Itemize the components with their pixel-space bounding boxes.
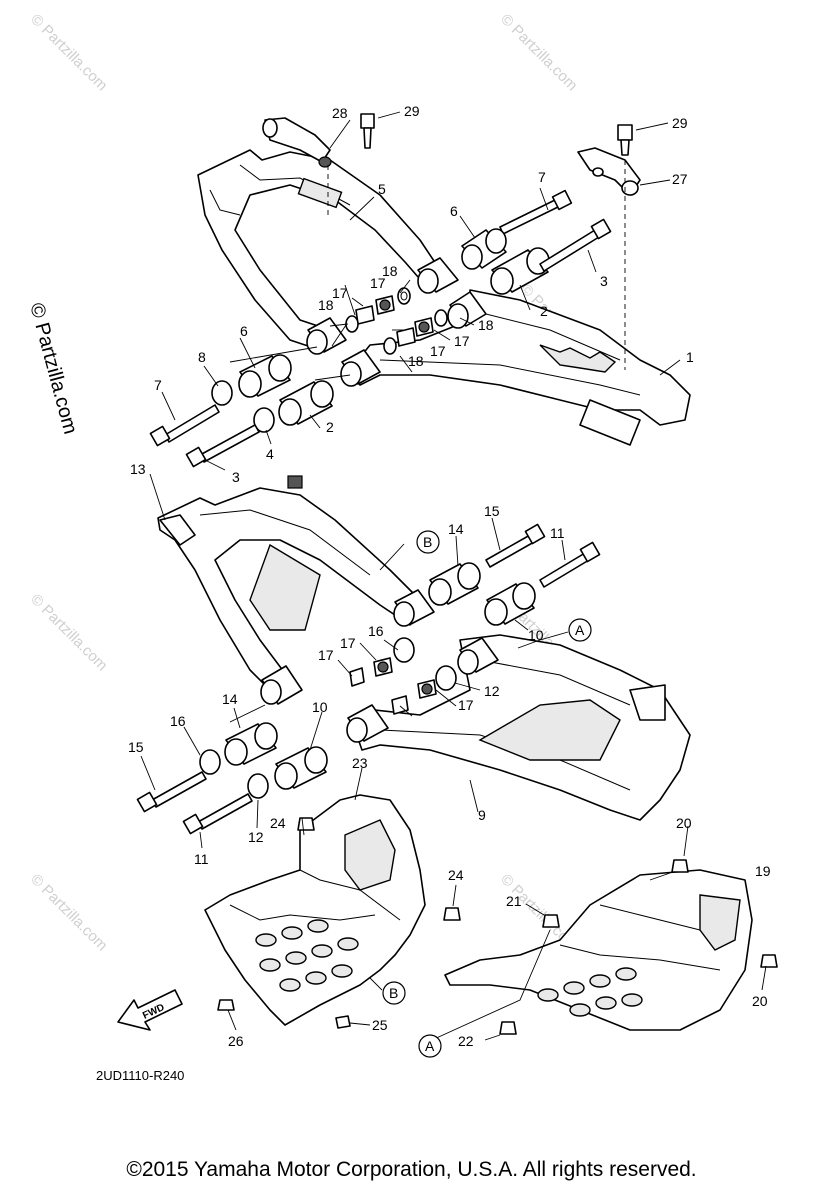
callout-17: 17 [430,343,446,359]
callout-11: 11 [550,525,565,541]
callout-9: 9 [478,807,486,823]
callout-15: 15 [128,739,144,755]
callout-25: 25 [372,1017,388,1033]
upper-brackets-27-28 [262,117,641,196]
callout-18: 18 [382,263,398,279]
callout-6: 6 [240,323,248,339]
callout-21: 21 [506,893,522,909]
callout-27: 27 [672,171,688,187]
callout-2: 2 [326,419,334,435]
callout-6: 6 [450,203,458,219]
fwd-arrow: FWD [117,989,183,1031]
callout-1: 1 [686,349,694,365]
callout-labels: 1 2 2 3 3 4 5 6 6 7 7 8 9 10 10 11 11 12… [128,103,771,1049]
callout-17: 17 [454,333,470,349]
callout-23: 23 [352,755,368,771]
ref-marker-a: A [575,622,585,638]
callout-29: 29 [672,115,688,131]
callout-20: 20 [676,815,692,831]
screws-20-26 [217,817,778,1035]
watermark-text: © Partzilla.com [27,871,110,954]
ref-marker-circle [568,618,592,642]
upper-arm-1 [349,289,691,446]
callout-12: 12 [484,683,500,699]
callout-18: 18 [478,317,494,333]
callout-17: 17 [332,285,348,301]
callout-4: 4 [266,446,274,462]
copyright-notice: ©2015 Yamaha Motor Corporation, U.S.A. A… [126,1158,697,1181]
ref-marker-a: A [425,1038,435,1054]
side-watermark: © Partzilla.com [25,301,81,437]
callout-18: 18 [408,353,424,369]
ref-marker-circle [416,530,440,554]
ref-marker-circle [382,981,406,1005]
callout-20: 20 [752,993,768,1009]
callout-10: 10 [312,699,328,715]
ref-marker-circle [418,1034,442,1058]
callout-2: 2 [540,303,548,319]
skid-plate-23 [204,794,426,1026]
callout-16: 16 [368,623,384,639]
callout-8: 8 [198,349,206,365]
bolts-29 [360,113,633,156]
callout-14: 14 [448,521,464,537]
callout-24: 24 [270,815,286,831]
reference-markers: A A B B [382,530,592,1058]
lower-arm-9 [354,634,691,821]
callout-28: 28 [332,105,348,121]
callout-24: 24 [448,867,464,883]
callout-19: 19 [755,863,771,879]
ref-marker-b: B [423,534,432,550]
callout-17: 17 [370,275,386,291]
callout-18: 18 [318,297,334,313]
skid-plate-19 [444,869,753,1031]
callout-26: 26 [228,1033,244,1049]
watermark-text: © Partzilla.com [497,11,580,94]
ref-marker-b: B [389,985,398,1001]
callout-7: 7 [538,169,546,185]
callout-22: 22 [458,1033,474,1049]
watermark-text: © Partzilla.com [27,591,110,674]
lower-arm-13 [157,475,421,696]
callout-17: 17 [340,635,356,651]
bushings-lower [136,523,601,835]
diagram-code: 2UD1110-R240 [96,1068,184,1083]
callout-14: 14 [222,691,238,707]
callout-3: 3 [600,273,608,289]
callout-15: 15 [484,503,500,519]
callout-3: 3 [232,469,240,485]
callout-5: 5 [378,181,386,197]
upper-arm-5 [197,149,441,351]
callout-13: 13 [130,461,146,477]
callout-17: 17 [458,697,474,713]
callout-12: 12 [248,829,264,845]
callout-7: 7 [154,377,162,393]
leader-lines [140,111,767,1041]
callout-29: 29 [404,103,420,119]
callout-17: 17 [318,647,334,663]
callout-10: 10 [528,627,544,643]
callout-11: 11 [194,851,209,867]
callout-16: 16 [170,713,186,729]
watermark-text: © Partzilla.com [27,11,110,94]
